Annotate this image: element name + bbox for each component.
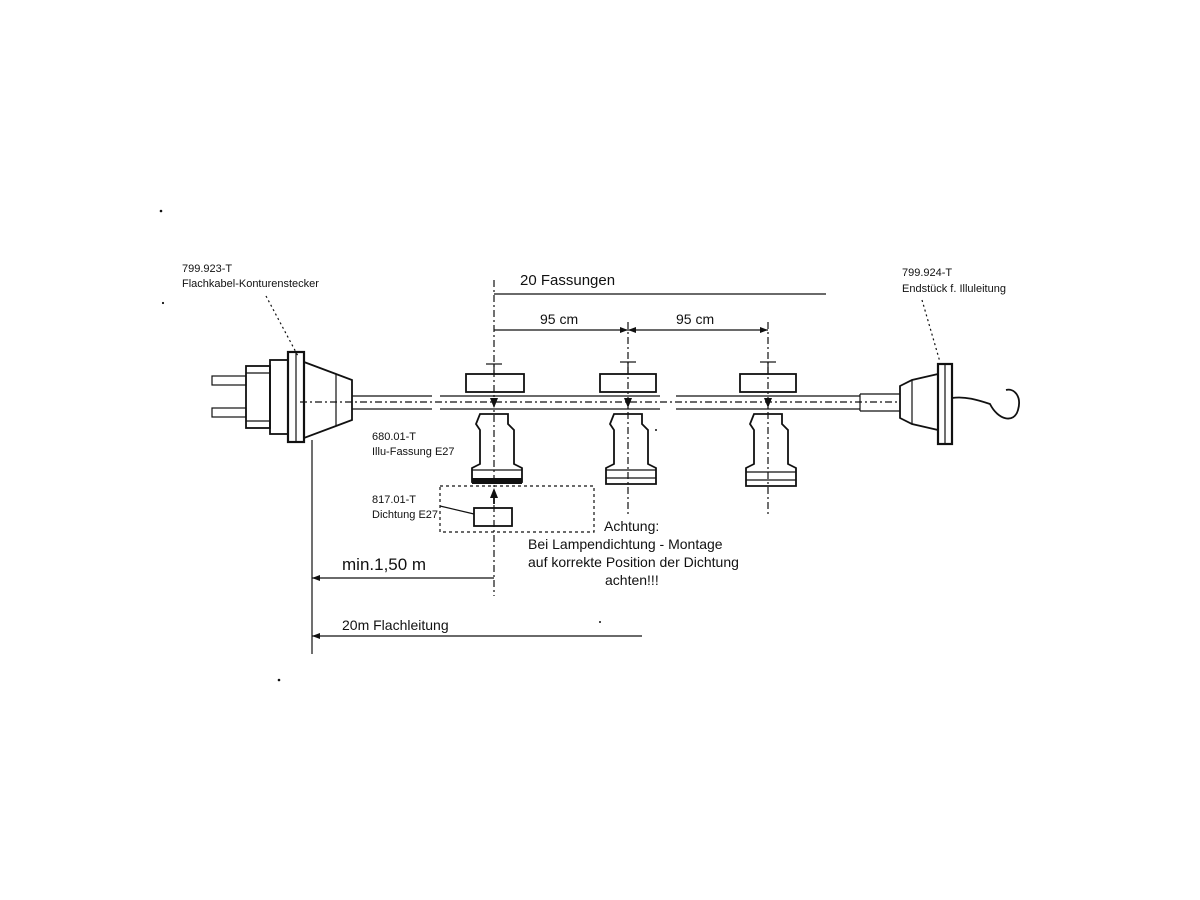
socket-arrows xyxy=(490,398,772,408)
end-piece-part-number: 799.924-T xyxy=(902,267,952,279)
note-line-4: achten!!! xyxy=(605,572,659,588)
seal-description: Dichtung E27 xyxy=(372,509,438,521)
note-line-3: auf korrekte Position der Dichtung xyxy=(528,554,739,570)
seal-detail xyxy=(439,485,595,533)
plug-part-number: 799.923-T xyxy=(182,263,232,275)
spacing-label-2: 95 cm xyxy=(676,311,714,327)
seal-part-number: 817.01-T xyxy=(372,494,416,506)
flat-cable xyxy=(300,393,900,412)
socket-description: Illu-Fassung E27 xyxy=(372,446,455,458)
sockets-count-label: 20 Fassungen xyxy=(520,272,615,289)
socket-part-number: 680.01-T xyxy=(372,431,416,443)
socket-3 xyxy=(739,322,797,516)
socket-1 xyxy=(465,280,525,596)
dimension-lines xyxy=(311,293,826,654)
spacing-label-1: 95 cm xyxy=(540,311,578,327)
end-piece-description: Endstück f. Illuleitung xyxy=(902,283,1006,295)
plug-description: Flachkabel-Konturenstecker xyxy=(182,278,319,290)
end-piece xyxy=(899,299,1020,446)
cable-length-label: 20m Flachleitung xyxy=(342,617,449,633)
note-heading: Achtung: xyxy=(604,518,659,534)
scan-specks xyxy=(159,209,657,682)
contour-plug xyxy=(211,295,353,444)
socket-2 xyxy=(599,322,657,516)
note-line-2: Bei Lampendichtung - Montage xyxy=(528,536,723,552)
min-distance-label: min.1,50 m xyxy=(342,555,426,574)
